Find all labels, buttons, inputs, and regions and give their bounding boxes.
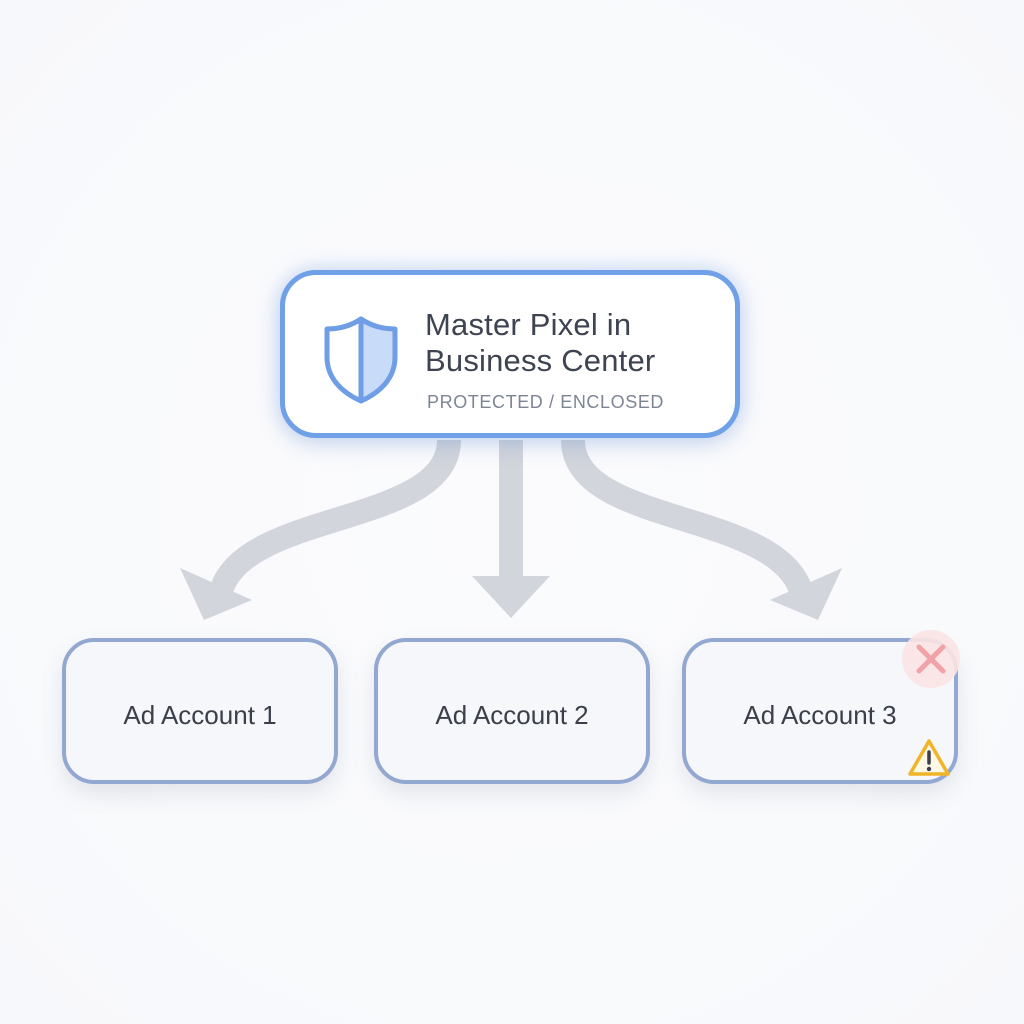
- shield-icon: [324, 316, 398, 404]
- arrow-to-account-1: [210, 438, 461, 594]
- ad-account-label: Ad Account 1: [123, 700, 277, 730]
- ad-account-label: Ad Account 2: [435, 700, 589, 730]
- ad-account-label: Ad Account 3: [743, 700, 897, 730]
- master-title: Master Pixel in Business Center: [425, 307, 725, 379]
- ad-account-card-1[interactable]: Ad Account 1: [62, 638, 338, 784]
- arrowhead-account-1: [180, 568, 252, 620]
- master-pixel-card[interactable]: Master Pixel in Business Center PROTECTE…: [280, 270, 740, 438]
- master-title-line-2: Business Center: [425, 343, 656, 378]
- master-subtitle: PROTECTED / ENCLOSED: [427, 392, 665, 412]
- warning-triangle-icon: [908, 739, 950, 776]
- arrow-to-account-3: [561, 438, 812, 594]
- arrowhead-account-2: [472, 576, 550, 618]
- x-circle-icon: [902, 630, 960, 688]
- ad-account-card-2[interactable]: Ad Account 2: [374, 638, 650, 784]
- arrowhead-account-3: [770, 568, 842, 620]
- master-title-line-1: Master Pixel in: [425, 307, 632, 342]
